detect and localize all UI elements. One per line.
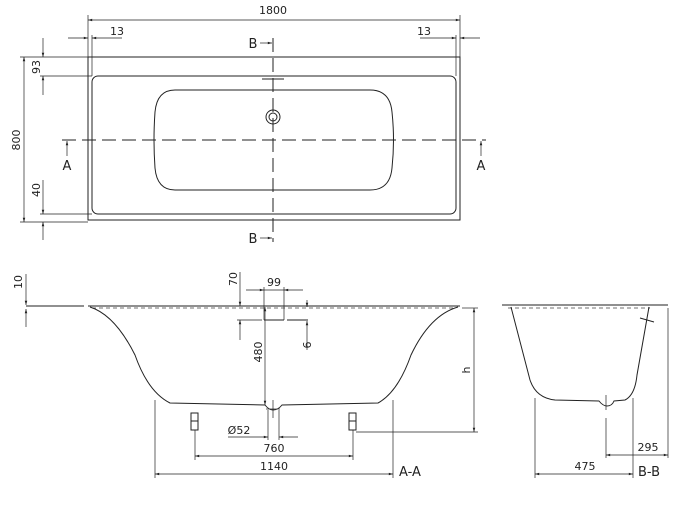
section-a-title: A-A	[399, 465, 421, 480]
tub-profile	[89, 306, 459, 411]
dim-bottom-length: 1140	[260, 460, 288, 473]
drain-icon	[265, 109, 281, 125]
tub-inner-rim	[91, 75, 457, 215]
tub-profile	[510, 306, 650, 407]
dim-rim-left: 13	[110, 25, 124, 38]
section-a-a: 10 70 99 9 480 Ø52 h 7	[12, 272, 478, 480]
dim-bottom-width: 475	[575, 460, 596, 473]
dim-rim-right: 13	[417, 25, 431, 38]
dim-feet-spacing: 760	[264, 442, 285, 455]
section-b-title: B-B	[638, 465, 660, 480]
dim-rim-bottom: 40	[30, 183, 43, 197]
foot-left	[190, 412, 199, 431]
drain-inner	[268, 112, 278, 122]
dim-overflow-offset: 70	[227, 272, 240, 286]
plan-view: 1800 13 13 800 93 40 A A B B	[10, 4, 486, 247]
dim-drain-offset: 295	[638, 441, 659, 454]
dim-rim-thickness: 10	[12, 275, 25, 289]
tub-basin	[153, 89, 394, 191]
dim-overflow-height: 9	[300, 342, 313, 349]
dim-width: 800	[10, 130, 23, 151]
section-b-b: 295 475 B-B	[502, 304, 669, 480]
dim-length: 1800	[259, 4, 287, 17]
overflow-mark	[639, 317, 655, 323]
dim-height: h	[460, 366, 473, 373]
section-a-right-label: A	[477, 159, 486, 174]
tub-outline	[87, 56, 461, 221]
dim-drain-diameter: Ø52	[228, 424, 251, 437]
section-a-left-label: A	[63, 159, 72, 174]
section-b-top-label: B	[249, 37, 258, 52]
dim-depth: 480	[252, 342, 265, 363]
dim-overflow-width: 99	[267, 276, 281, 289]
section-b-bottom-label: B	[249, 232, 258, 247]
dim-rim-top: 93	[30, 60, 43, 74]
foot-right	[348, 412, 357, 431]
